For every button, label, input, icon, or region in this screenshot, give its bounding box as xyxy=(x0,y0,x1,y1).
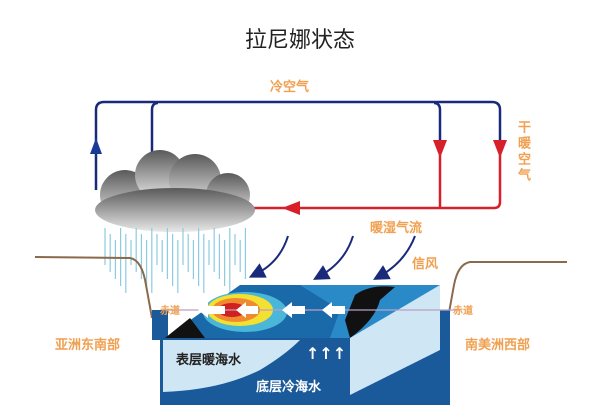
trade-wind-label: 信风 xyxy=(412,257,439,272)
cold-air-loop xyxy=(94,100,502,190)
equator-right-label: 赤道 xyxy=(453,306,473,317)
black-zone xyxy=(165,318,205,338)
rain xyxy=(104,228,246,293)
left-arrow-icon xyxy=(282,201,300,215)
current-arrows xyxy=(198,302,345,318)
down-arrow-icon xyxy=(433,140,447,158)
dry-warm-air-label: 干暖空气 xyxy=(515,120,530,184)
equator-left-label: 赤道 xyxy=(160,306,180,317)
southeast-asia-label: 亚洲东南部 xyxy=(55,338,121,353)
cold-air-label: 冷空气 xyxy=(270,80,310,95)
deep-cold-water-label: 底层冷海水 xyxy=(256,380,322,395)
sea-left xyxy=(152,310,168,340)
warm-air-loop xyxy=(248,140,502,210)
ocean-right-dark xyxy=(350,350,440,405)
down-arrow-icon xyxy=(493,140,507,158)
surface-warm-water-label: 表层暖海水 xyxy=(176,353,242,368)
up-arrow-icon xyxy=(90,138,102,154)
coastline-left xyxy=(34,256,153,319)
trade-wind-arrows xyxy=(248,235,416,280)
surface-warm-water-layer xyxy=(163,340,300,392)
west-south-america-label: 南美洲西部 xyxy=(465,338,531,353)
sea-right xyxy=(438,310,450,405)
warm-moist-airflow-label: 暖湿气流 xyxy=(370,221,423,236)
black-zone xyxy=(345,286,395,338)
diagram-title: 拉尼娜状态 xyxy=(244,28,355,53)
upwelling-arrows: ↑↑↑ xyxy=(306,344,347,363)
rain-cloud-icon xyxy=(95,150,255,232)
coastline-right xyxy=(447,261,567,319)
